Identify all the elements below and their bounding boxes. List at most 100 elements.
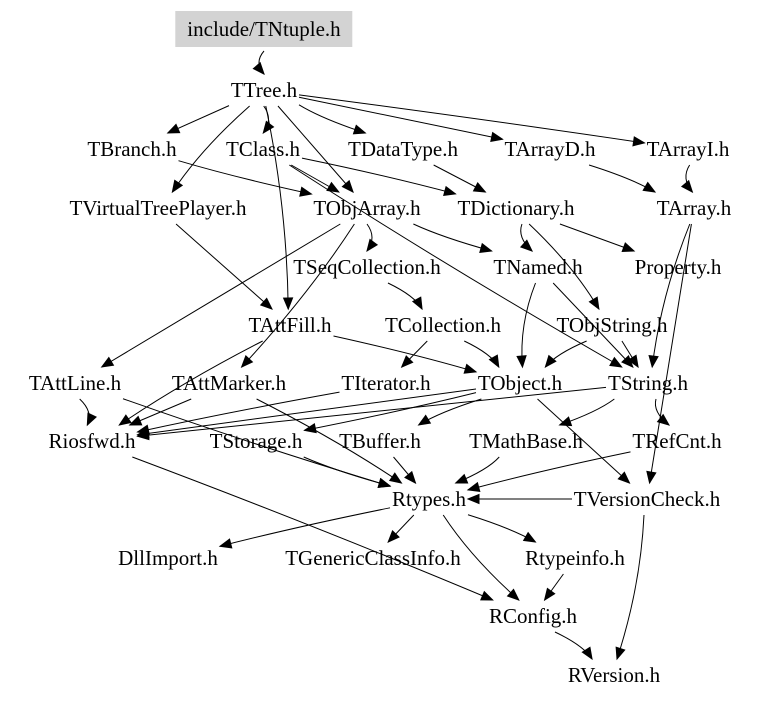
- edge-tnamed-to-tstring: [552, 282, 634, 368]
- edge-tclass-to-tdictionary: [301, 157, 456, 195]
- edge-tstorage-to-rtypes: [303, 456, 391, 487]
- edge-tobject-to-tversioncheck: [537, 398, 630, 484]
- arrowhead-icon: [646, 470, 657, 485]
- arrowhead-icon: [417, 414, 432, 426]
- edge-tobjarray-to-tattline: [101, 223, 341, 368]
- edge-tnamed-to-tobject: [521, 282, 536, 368]
- arrowhead-icon: [632, 136, 646, 147]
- node-tobjstring[interactable]: TObjString.h: [556, 313, 668, 337]
- arrowhead-icon: [656, 413, 671, 426]
- edge-ttree-to-tarrayi: [298, 94, 645, 144]
- edge-ttree-to-tattfill: [265, 105, 289, 310]
- edge-rtypes-to-dllimport: [219, 507, 391, 547]
- arrowhead-icon: [522, 531, 537, 543]
- arrowhead-icon: [326, 181, 340, 193]
- node-tobjarray[interactable]: TObjArray.h: [313, 196, 421, 220]
- node-titerator[interactable]: TIterator.h: [341, 371, 431, 395]
- arrowhead-icon: [581, 646, 593, 661]
- arrowhead-icon: [388, 472, 403, 484]
- arrowhead-icon: [543, 587, 556, 602]
- arrowhead-icon: [454, 473, 469, 484]
- node-tmathbase[interactable]: TMathBase.h: [469, 429, 583, 453]
- node-tarray[interactable]: TArray.h: [656, 196, 732, 220]
- edge-ttree-to-tarrayd: [298, 96, 503, 140]
- node-tbranch[interactable]: TBranch.h: [87, 137, 177, 161]
- arrowhead-icon: [303, 422, 317, 434]
- node-tstring[interactable]: TString.h: [608, 371, 688, 395]
- node-tdictionary[interactable]: TDictionary.h: [457, 196, 575, 220]
- edge-tarray-to-tstring: [651, 223, 691, 368]
- node-tvirtualtreeplayer[interactable]: TVirtualTreePlayer.h: [69, 196, 247, 220]
- arrowhead-icon: [262, 120, 275, 135]
- edge-trefcnt-to-rtypes: [467, 451, 631, 491]
- arrowhead-icon: [472, 182, 487, 193]
- edge-tversioncheck-to-rversion: [616, 514, 645, 660]
- arrowhead-icon: [366, 238, 379, 253]
- arrowhead-icon: [463, 363, 478, 374]
- arrowhead-icon: [642, 181, 657, 193]
- node-ttree[interactable]: TTree.h: [230, 78, 298, 102]
- node-tclass[interactable]: TClass.h: [225, 137, 301, 161]
- node-tdatatype[interactable]: TDataType.h: [348, 137, 458, 161]
- edge-tobjarray-to-tnamed: [413, 223, 492, 252]
- arrowhead-icon: [479, 242, 493, 254]
- node-tcollection[interactable]: TCollection.h: [384, 313, 502, 337]
- arrowhead-icon: [377, 477, 392, 488]
- arrowhead-icon: [259, 297, 273, 310]
- node-tntuple[interactable]: include/TNtuple.h: [175, 11, 353, 47]
- arrowhead-icon: [166, 123, 181, 134]
- node-rversion[interactable]: RVersion.h: [567, 663, 661, 687]
- arrowhead-icon: [100, 356, 115, 368]
- node-tseqcollection[interactable]: TSeqCollection.h: [293, 255, 441, 279]
- arrowhead-icon: [136, 429, 150, 441]
- arrowhead-icon: [544, 354, 557, 369]
- edge-tarray-to-tversioncheck: [649, 223, 692, 484]
- arrowhead-icon: [648, 354, 659, 369]
- edge-tattfill-to-tobject: [333, 335, 477, 373]
- edge-tobject-to-tstorage: [304, 392, 477, 431]
- node-tarrayi[interactable]: TArrayI.h: [646, 137, 730, 161]
- arrowhead-icon: [404, 470, 417, 485]
- node-tobject[interactable]: TObject.h: [477, 371, 563, 395]
- arrowhead-icon: [466, 481, 481, 492]
- arrowhead-icon: [387, 530, 400, 543]
- node-tversioncheck[interactable]: TVersionCheck.h: [573, 487, 721, 511]
- arrowhead-icon: [282, 297, 294, 311]
- arrowhead-icon: [171, 179, 184, 194]
- edge-tbranch-to-tobjarray: [178, 160, 312, 195]
- edge-tattfill-to-riosfwd: [119, 340, 263, 426]
- arrowhead-icon: [617, 471, 631, 484]
- arrowhead-icon: [609, 356, 623, 368]
- node-tarrayd[interactable]: TArrayD.h: [504, 137, 596, 161]
- node-tattfill[interactable]: TAttFill.h: [248, 313, 332, 337]
- node-tnamed[interactable]: TNamed.h: [493, 255, 583, 279]
- node-tstorage[interactable]: TStorage.h: [209, 429, 303, 453]
- node-riosfwd[interactable]: Riosfwd.h: [48, 429, 136, 453]
- arrowhead-icon: [466, 493, 480, 505]
- edge-tobject-to-riosfwd: [137, 388, 477, 436]
- node-property[interactable]: Property.h: [634, 255, 722, 279]
- edge-tvirtualtreeplayer-to-tattfill: [175, 223, 273, 310]
- edge-tclass-to-tstring: [289, 164, 622, 368]
- arrowhead-icon: [680, 179, 694, 194]
- arrowhead-icon: [615, 646, 626, 661]
- node-tbuffer[interactable]: TBuffer.h: [339, 429, 421, 453]
- node-rconfig[interactable]: RConfig.h: [488, 604, 578, 628]
- node-tgenericclassinfo[interactable]: TGenericClassInfo.h: [285, 546, 461, 570]
- node-trefcnt[interactable]: TRefCnt.h: [632, 429, 722, 453]
- edge-tobjarray-to-tattmarker: [241, 223, 355, 368]
- node-rtypeinfo[interactable]: Rtypeinfo.h: [525, 546, 625, 570]
- node-tattmarker[interactable]: TAttMarker.h: [171, 371, 287, 395]
- arrowhead-icon: [627, 354, 639, 369]
- node-rtypes[interactable]: Rtypes.h: [391, 487, 467, 511]
- node-dllimport[interactable]: DllImport.h: [118, 546, 218, 570]
- arrowhead-icon: [519, 239, 534, 252]
- edge-titerator-to-riosfwd: [137, 391, 340, 433]
- arrowhead-icon: [490, 131, 504, 143]
- arrowhead-icon: [411, 296, 423, 311]
- arrowhead-icon: [218, 538, 233, 549]
- node-tattline[interactable]: TAttLine.h: [28, 371, 122, 395]
- edge-tdictionary-to-property: [559, 223, 635, 252]
